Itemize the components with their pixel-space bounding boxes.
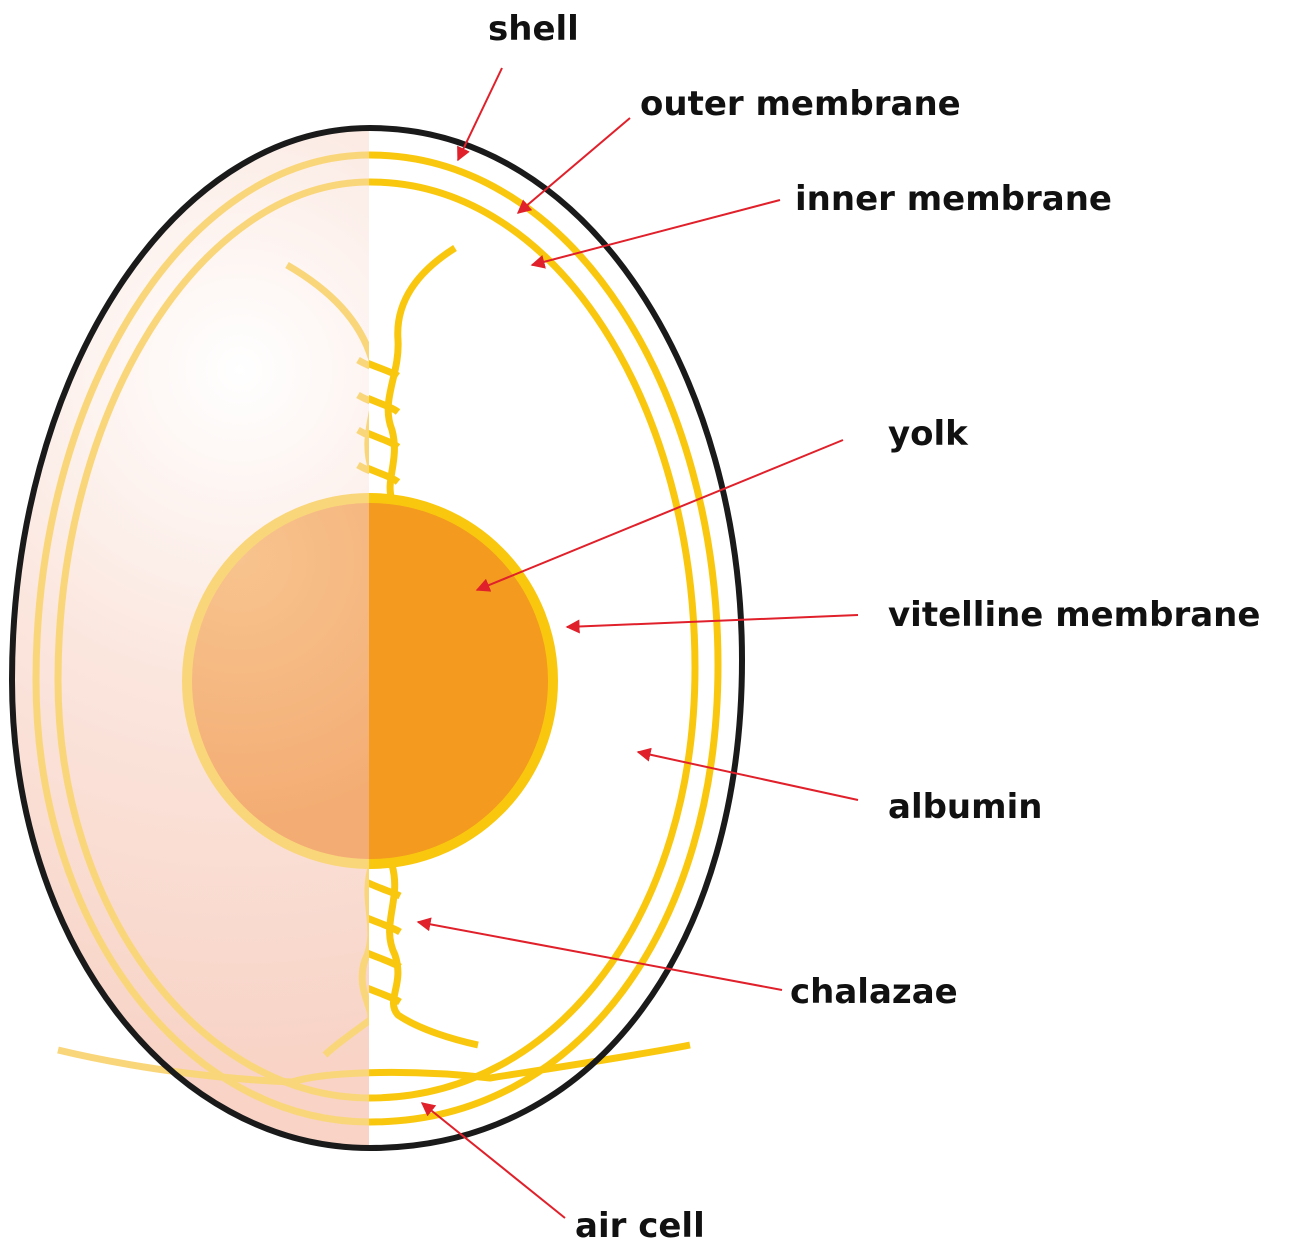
label-vitelline-membrane: vitelline membrane (888, 595, 1260, 635)
label-chalazae: chalazae (790, 972, 958, 1012)
leader-shell (458, 68, 502, 160)
label-albumin: albumin (888, 787, 1042, 827)
label-outer-membrane: outer membrane (640, 84, 961, 124)
label-shell: shell (488, 9, 579, 49)
label-air-cell: air cell (575, 1206, 705, 1243)
label-yolk: yolk (888, 414, 969, 454)
label-inner-membrane: inner membrane (795, 179, 1112, 219)
leader-outer-membrane (518, 118, 630, 213)
